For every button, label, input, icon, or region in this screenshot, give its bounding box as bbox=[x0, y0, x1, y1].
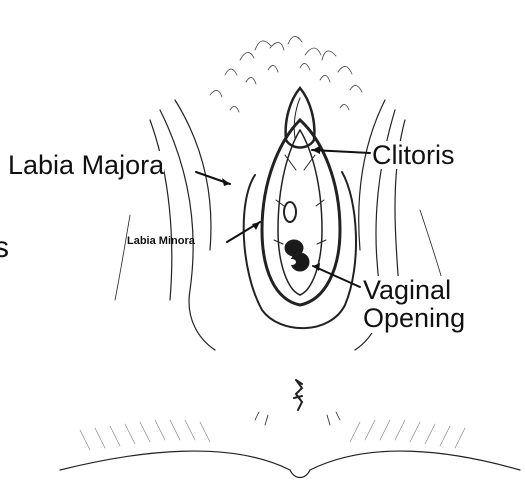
urethral-opening bbox=[284, 202, 296, 222]
label-vaginal-line2: Opening bbox=[363, 304, 483, 332]
label-vaginal-line1: Vaginal bbox=[363, 276, 483, 304]
hair-strokes bbox=[210, 36, 362, 112]
label-vaginal-opening: Vaginal Opening bbox=[363, 276, 483, 333]
anus-sketch bbox=[294, 380, 302, 410]
label-clitoris: Clitoris bbox=[372, 141, 455, 169]
label-labia-minora: Labia Minora bbox=[127, 236, 195, 248]
cutoff-letter: s bbox=[0, 232, 9, 264]
vaginal-opening-shape bbox=[285, 240, 309, 271]
buttock-contours bbox=[60, 451, 520, 477]
label-labia-majora: Labia Majora bbox=[8, 151, 164, 179]
clitoral-hood bbox=[286, 88, 315, 148]
